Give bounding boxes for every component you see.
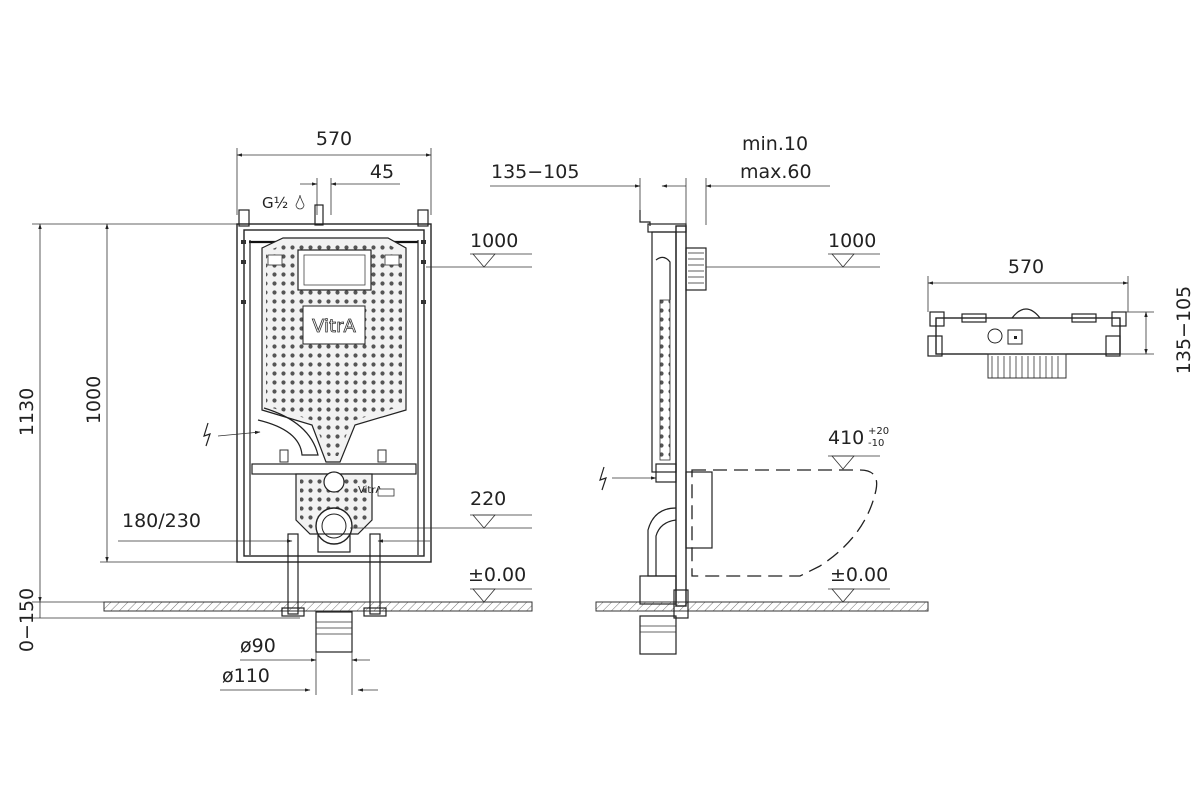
top-frame — [935, 317, 1121, 355]
level-marker — [472, 588, 496, 603]
floor-side — [595, 601, 929, 612]
drain-elbow — [317, 533, 351, 553]
side-inner-pipe — [655, 256, 671, 300]
max-label: max.60 — [740, 161, 812, 183]
side-drain-riser — [639, 575, 677, 605]
foot-left — [281, 607, 305, 617]
level-marker — [831, 588, 855, 603]
top-flush-lines — [991, 356, 1059, 378]
level-marker — [472, 514, 496, 529]
dim-1000-label: 1000 — [83, 376, 105, 424]
thread-label: G½ — [262, 194, 288, 212]
front-view: 570 45 G½ 1130 1000 0−150 — [16, 128, 533, 695]
bracket-right — [377, 449, 387, 463]
water-drop-icon — [295, 194, 305, 210]
side-flush-lines — [688, 252, 704, 284]
top-corner-bl — [927, 335, 943, 357]
floor-front — [103, 601, 533, 612]
water-inlet — [314, 204, 324, 226]
level-marker — [831, 253, 855, 268]
flush-plate-opening — [297, 249, 372, 291]
side-cistern — [651, 231, 677, 473]
frame-post-left — [238, 209, 250, 227]
side-socket — [655, 463, 677, 483]
drain-hole — [315, 507, 353, 545]
frame-outer — [236, 223, 432, 563]
side-depth-label: 135−105 — [491, 161, 579, 183]
dim-110-label: ø110 — [222, 665, 270, 687]
flush-pipe-hole — [323, 471, 345, 493]
side-level-410-tol-plus: +20 — [868, 426, 889, 437]
bracket-left — [279, 449, 289, 463]
min-label: min.10 — [742, 133, 808, 155]
brand-logo: VitrA — [312, 316, 356, 337]
dim-570-label: 570 — [316, 128, 352, 150]
post-holes — [241, 240, 426, 304]
level-000-label: ±0.00 — [468, 564, 526, 586]
level-220-label: 220 — [470, 488, 506, 510]
side-flush-plate — [685, 247, 707, 291]
top-dim-570-label: 570 — [1008, 256, 1044, 278]
conduit — [257, 407, 319, 456]
pan-mount — [685, 471, 713, 549]
top-flush-plate — [987, 353, 1067, 379]
dim-180-230-label: 180/230 — [122, 510, 201, 532]
side-level-410-tol-minus: -10 — [868, 438, 884, 449]
side-post — [675, 225, 687, 607]
dim-150-label: 0−150 — [16, 588, 38, 652]
top-tab — [961, 313, 987, 323]
side-perforation — [659, 299, 671, 461]
dim-90-label: ø90 — [240, 635, 276, 657]
frame-inner — [243, 229, 425, 557]
top-inlet — [1011, 308, 1041, 319]
cistern-perforation — [266, 243, 402, 456]
side-drain-inner — [655, 519, 677, 576]
side-level-410-label: 410 — [828, 427, 864, 449]
frame-post-right — [417, 209, 429, 227]
small-brand: VitrA — [358, 485, 382, 496]
electric-icon — [203, 422, 211, 447]
side-foot — [673, 589, 689, 619]
outlet-perforation — [300, 478, 368, 530]
top-corner-br — [1105, 335, 1121, 357]
dim-45-label: 45 — [370, 161, 394, 183]
side-top — [647, 223, 687, 233]
small-plate — [377, 488, 395, 497]
level-marker — [472, 253, 496, 268]
tank-label-right — [384, 254, 400, 266]
side-drain-pipe — [639, 615, 677, 655]
top-corner-tr — [1111, 311, 1127, 327]
dim-1130-label: 1130 — [16, 388, 38, 436]
top-tab — [1071, 313, 1097, 323]
level-marker — [831, 455, 855, 470]
level-1000-label: 1000 — [470, 230, 518, 252]
side-electric-icon — [599, 466, 607, 491]
flush-plate-inner — [303, 254, 366, 286]
leg-left — [287, 533, 299, 615]
side-view: 135−105 min.10 max.60 10 — [490, 133, 929, 655]
side-level-000-label: ±0.00 — [830, 564, 888, 586]
side-level-1000-label: 1000 — [828, 230, 876, 252]
foot-right — [363, 607, 387, 617]
drain-hole-inner — [321, 513, 347, 539]
top-corner-tl — [929, 311, 945, 327]
leg-right — [369, 533, 381, 615]
wc-pan-outline — [691, 469, 878, 577]
electric-leader — [217, 430, 261, 437]
brand-box — [302, 305, 366, 345]
top-hole — [987, 328, 1003, 344]
top-view: 570 135−105 — [927, 256, 1195, 379]
drain-pipe — [315, 611, 353, 653]
tank-label-left — [267, 254, 283, 266]
side-drain-bend — [647, 507, 677, 577]
top-depth-label: 135−105 — [1173, 286, 1195, 374]
